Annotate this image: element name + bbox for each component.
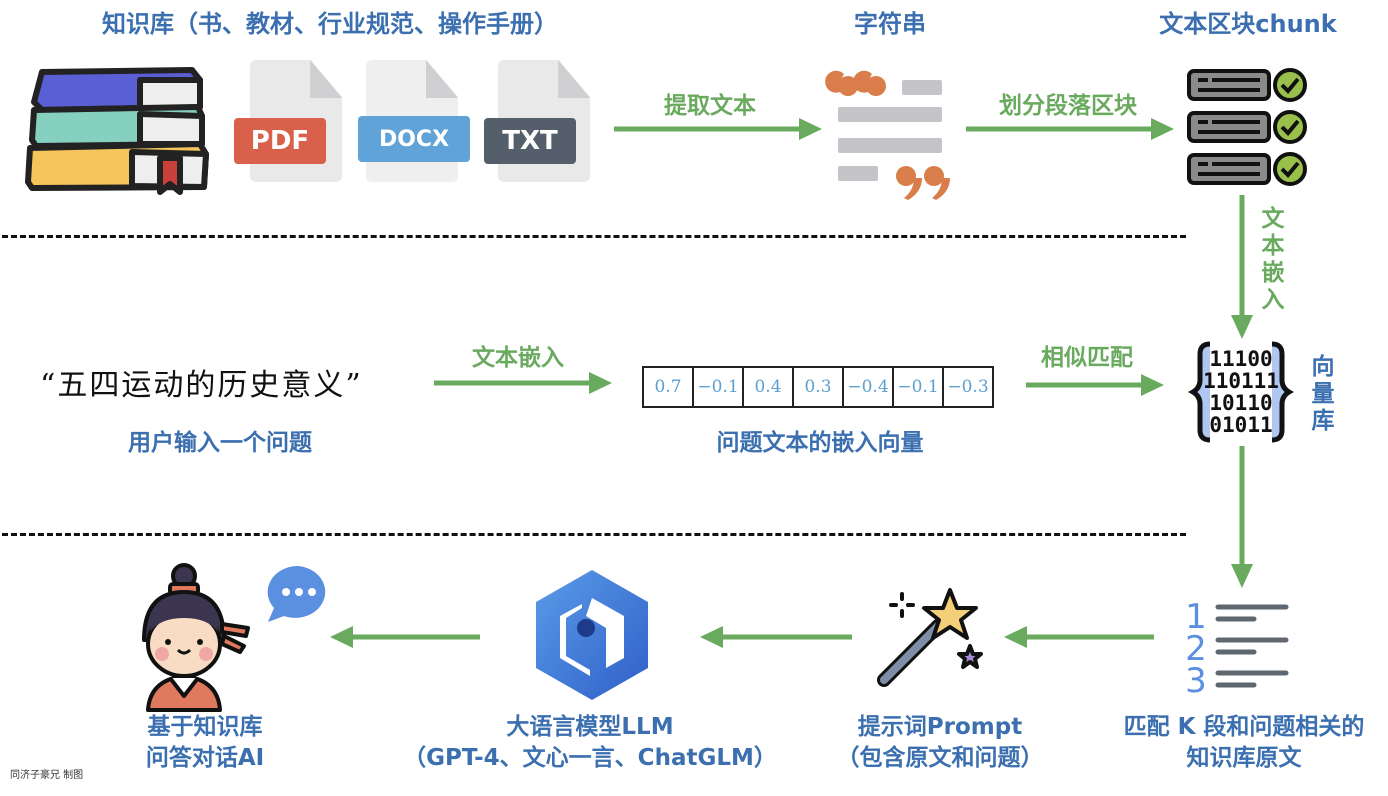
docx-file-icon: DOCX <box>352 60 482 190</box>
similarity-match-label: 相似匹配 <box>1041 345 1133 371</box>
llm-caption-line: 大语言模型LLM <box>506 714 674 740</box>
knowledge-base-title: 知识库（书、教材、行业规范、操作手册） <box>102 10 558 38</box>
llm-caption: 大语言模型LLM （GPT-4、文心一言、ChatGLM） <box>400 712 780 774</box>
string-title: 字符串 <box>854 10 926 38</box>
vector-cell: −0.3 <box>947 377 989 397</box>
magic-wand-icon <box>877 588 983 687</box>
docx-badge: DOCX <box>358 116 470 162</box>
txt-badge: TXT <box>484 118 576 164</box>
vector-db-char: 向 <box>1311 354 1335 380</box>
prompt-caption-line: （包含原文和问题） <box>836 745 1044 771</box>
topk-number: 1 <box>1185 597 1207 637</box>
vector-cell: −0.4 <box>844 368 894 406</box>
vector-cell: 0.4 <box>744 368 794 406</box>
arrow-extract <box>614 118 822 140</box>
vector-cell: −0.1 <box>894 368 944 406</box>
embedding-vector: 0.7 −0.1 0.4 0.3 −0.4 −0.1 −0.3 <box>642 366 994 408</box>
vector-db-label: 向 量 库 <box>1308 354 1338 435</box>
books-icon <box>25 67 209 195</box>
prompt-caption-line: 提示词Prompt <box>857 714 1023 740</box>
llm-caption-line: （GPT-4、文心一言、ChatGLM） <box>403 745 777 771</box>
arrow-to-prompt <box>1004 626 1154 648</box>
topk-caption-line: 知识库原文 <box>1186 745 1302 771</box>
vector-cell: 0.3 <box>794 368 844 406</box>
pdf-badge: PDF <box>234 118 326 164</box>
author-credit: 同济子豪兄 制图 <box>10 770 84 781</box>
arrow-to-ai <box>330 626 480 648</box>
arrow-embed-down <box>1231 195 1253 339</box>
embed-char: 入 <box>1261 287 1285 313</box>
embedding-vector-caption: 问题文本的嵌入向量 <box>716 430 924 456</box>
user-query-text: “五四运动的历史意义” <box>40 368 363 403</box>
chunk-list-icon <box>1187 68 1307 186</box>
pdf-file-icon: PDF <box>212 60 342 190</box>
binary-row: 11100 <box>1209 347 1272 371</box>
vector-cell: 0.7 <box>644 368 694 406</box>
arrow-split <box>966 118 1174 140</box>
topk-caption: 匹配 K 段和问题相关的 知识库原文 <box>1100 712 1388 774</box>
binary-row: 110111 <box>1203 369 1279 393</box>
arrow-query-embed <box>434 372 612 394</box>
vector-cell: −0.1 <box>694 368 744 406</box>
split-chunks-label: 划分段落区块 <box>999 93 1137 119</box>
query-embed-label: 文本嵌入 <box>472 345 564 371</box>
divider-top <box>2 235 1186 238</box>
txt-file-icon: TXT <box>476 60 606 190</box>
chunk-title: 文本区块chunk <box>1159 10 1337 38</box>
ai-caption: 基于知识库 问答对话AI <box>100 712 310 774</box>
vector-db-char: 量 <box>1311 381 1335 407</box>
topk-list-icon: 1 2 3 <box>1185 597 1289 701</box>
extract-text-label: 提取文本 <box>664 93 756 119</box>
topk-caption-line: 匹配 K 段和问题相关的 <box>1123 714 1365 740</box>
vector-database-icon: 11100 110111 10110 01011 <box>1187 341 1295 443</box>
divider-bottom <box>2 533 1186 536</box>
embed-vertical-label: 文 本 嵌 入 <box>1258 206 1288 314</box>
embed-char: 文 <box>1261 206 1285 232</box>
binary-row: 01011 <box>1209 413 1272 437</box>
ai-caption-line: 基于知识库 <box>147 714 263 740</box>
arrow-similarity-match <box>1026 374 1164 396</box>
topk-number: 3 <box>1185 661 1207 701</box>
embed-char: 本 <box>1261 233 1285 259</box>
topk-number: 2 <box>1185 629 1207 669</box>
arrow-retrieve-down <box>1231 446 1253 588</box>
vector-db-char: 库 <box>1311 408 1335 434</box>
ai-caption-line: 问答对话AI <box>145 745 265 771</box>
embed-char: 嵌 <box>1261 260 1285 286</box>
prompt-caption: 提示词Prompt （包含原文和问题） <box>820 712 1060 774</box>
user-query-caption: 用户输入一个问题 <box>128 430 312 456</box>
ai-assistant-avatar-icon <box>142 563 250 712</box>
arrow-to-llm <box>700 626 852 648</box>
string-quote-icon <box>825 70 950 200</box>
llm-logo-icon <box>536 570 648 700</box>
chat-bubble-icon <box>267 565 326 622</box>
binary-row: 10110 <box>1209 391 1272 415</box>
